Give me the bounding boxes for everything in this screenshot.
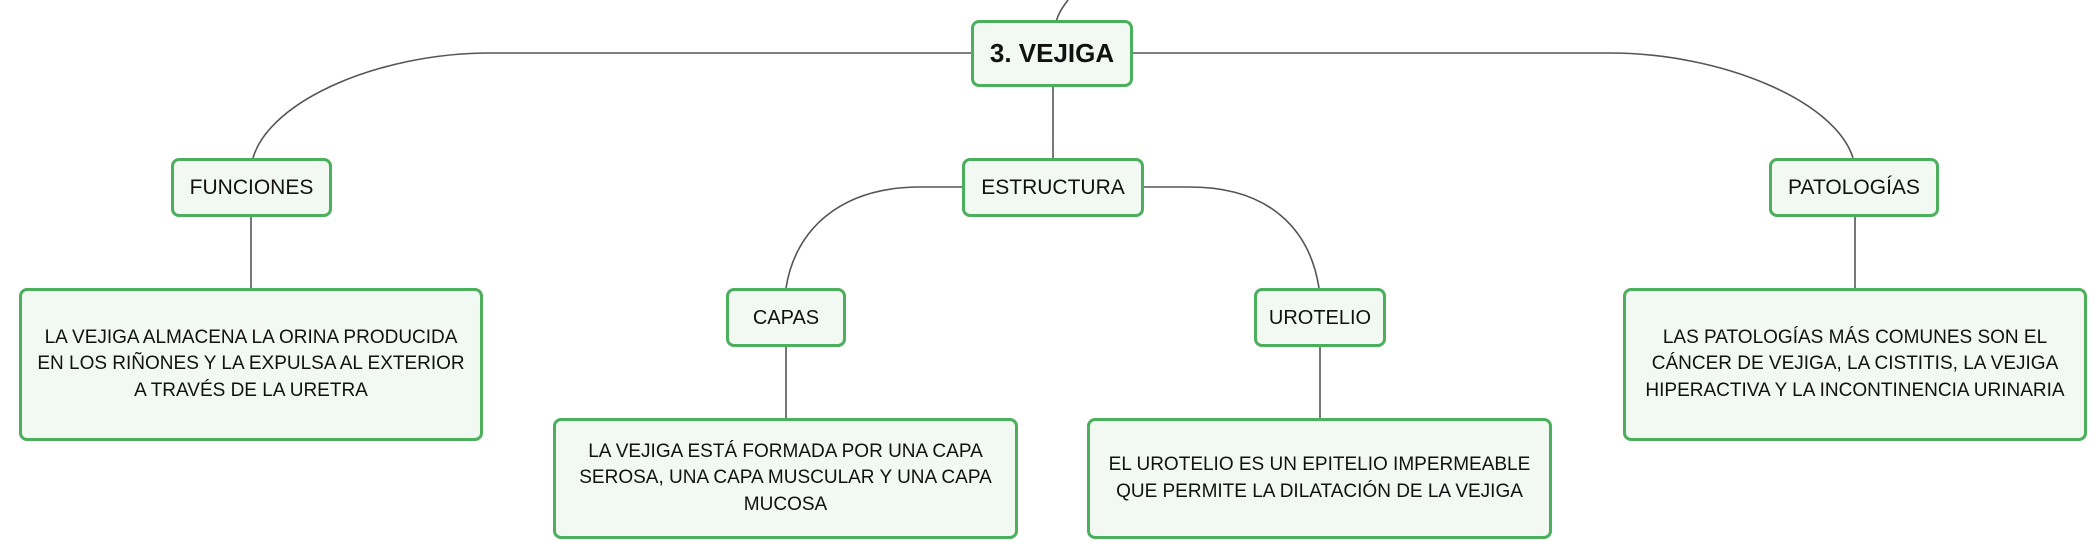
detail-node-text: LAS PATOLOGÍAS MÁS COMUNES SON EL CÁNCER… xyxy=(1645,326,2065,401)
detail-node-funciones[interactable]: LA VEJIGA ALMACENA LA ORINA PRODUCIDA EN… xyxy=(19,288,483,441)
connector-to-parent xyxy=(1055,0,1069,23)
subtopic-node-urotelio[interactable]: UROTELIO xyxy=(1254,288,1386,347)
topic-node-label: ESTRUCTURA xyxy=(981,175,1125,199)
subtopic-node-label: CAPAS xyxy=(752,306,820,329)
detail-node-urotelio[interactable]: EL UROTELIO ES UN EPITELIO IMPERMEABLE Q… xyxy=(1087,418,1552,539)
subtopic-node-label: UROTELIO xyxy=(1268,306,1372,329)
detail-node-text: LA VEJIGA ESTÁ FORMADA POR UNA CAPA SERO… xyxy=(579,440,992,515)
topic-node-label: FUNCIONES xyxy=(189,175,314,199)
detail-node-patologias[interactable]: LAS PATOLOGÍAS MÁS COMUNES SON EL CÁNCER… xyxy=(1623,288,2087,441)
connector-root-patologias xyxy=(1133,52,1854,159)
topic-node-patologias[interactable]: PATOLOGÍAS xyxy=(1769,158,1939,217)
topic-node-label: PATOLOGÍAS xyxy=(1788,175,1920,199)
connector-estructura-urotelio xyxy=(1144,186,1320,289)
connector-estructura-capas xyxy=(785,186,962,289)
topic-node-estructura[interactable]: ESTRUCTURA xyxy=(962,158,1144,217)
root-node-label: 3. VEJIGA xyxy=(989,38,1115,69)
detail-node-text: LA VEJIGA ALMACENA LA ORINA PRODUCIDA EN… xyxy=(37,326,465,401)
subtopic-node-capas[interactable]: CAPAS xyxy=(726,288,846,347)
detail-node-text: EL UROTELIO ES UN EPITELIO IMPERMEABLE Q… xyxy=(1108,453,1531,502)
root-node-vejiga[interactable]: 3. VEJIGA xyxy=(971,20,1133,87)
connector-root-funciones xyxy=(252,52,971,159)
detail-node-capas[interactable]: LA VEJIGA ESTÁ FORMADA POR UNA CAPA SERO… xyxy=(553,418,1018,539)
topic-node-funciones[interactable]: FUNCIONES xyxy=(171,158,332,217)
